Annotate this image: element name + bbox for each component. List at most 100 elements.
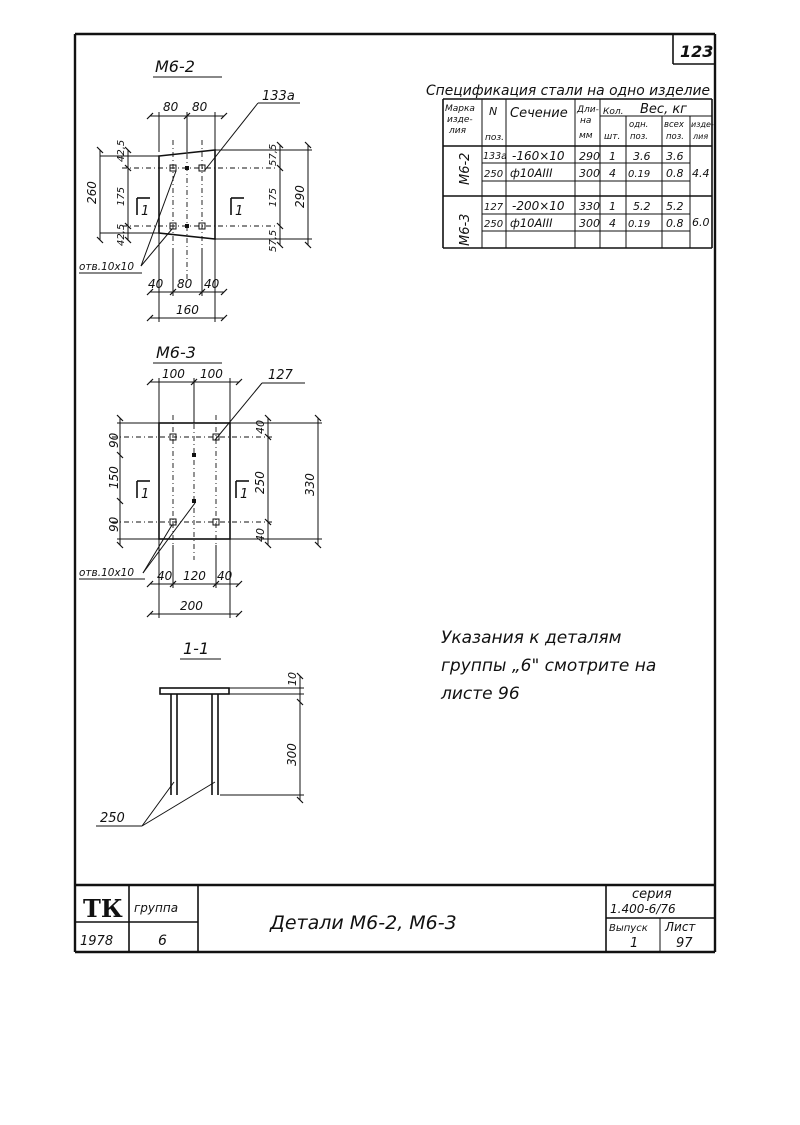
svg-text:шт.: шт. xyxy=(604,132,620,142)
table-row: 133а -160×10 290 1 3.6 3.6 xyxy=(483,149,684,163)
leader-label: 133а xyxy=(262,89,295,104)
svg-text:N: N xyxy=(489,105,497,118)
svg-text:одн.: одн. xyxy=(629,120,648,130)
issue-value: 1 xyxy=(630,936,638,951)
svg-text:42,5: 42,5 xyxy=(116,140,127,162)
svg-text:330: 330 xyxy=(303,473,317,496)
spec-header-w-one: одн. поз. xyxy=(629,120,648,142)
svg-text:90: 90 xyxy=(107,516,121,532)
svg-text:1: 1 xyxy=(609,150,616,163)
svg-text:-200×10: -200×10 xyxy=(512,199,565,213)
svg-text:290: 290 xyxy=(293,185,307,208)
plate-section xyxy=(159,687,230,695)
svg-text:Кол.: Кол. xyxy=(603,107,624,117)
svg-text:0.19: 0.19 xyxy=(628,219,650,230)
svg-text:1: 1 xyxy=(609,200,616,213)
svg-text:127: 127 xyxy=(484,202,504,213)
svg-text:40: 40 xyxy=(217,569,233,583)
svg-text:поз.: поз. xyxy=(630,132,648,142)
svg-text:изде-: изде- xyxy=(447,115,473,125)
svg-text:лия: лия xyxy=(448,126,467,136)
svg-text:лия: лия xyxy=(692,132,708,141)
svg-text:100: 100 xyxy=(162,367,185,381)
svg-text:изде-: изде- xyxy=(691,120,714,129)
sheet-value: 97 xyxy=(676,936,693,951)
spec-table: Спецификация стали на одно изделие Марка… xyxy=(426,83,714,249)
svg-text:0.8: 0.8 xyxy=(666,217,684,230)
svg-text:4: 4 xyxy=(609,217,616,230)
note-line-2: группы „6" смотрите на xyxy=(441,656,656,676)
svg-text:мм: мм xyxy=(579,131,593,141)
svg-text:40: 40 xyxy=(157,569,173,583)
rod-label: 250 xyxy=(100,811,125,826)
svg-text:ф10АIII: ф10АIII xyxy=(510,166,553,180)
group-value: 6 xyxy=(158,933,167,949)
svg-text:80: 80 xyxy=(163,100,179,114)
spec-table-title: Спецификация стали на одно изделие xyxy=(426,83,710,99)
section-mark: 1 xyxy=(240,487,248,502)
drawing-title-m6-3: М6-3 xyxy=(156,343,196,362)
svg-text:90: 90 xyxy=(107,432,121,448)
svg-text:0.8: 0.8 xyxy=(666,167,684,180)
svg-text:300: 300 xyxy=(579,167,600,180)
svg-text:Марка: Марка xyxy=(445,104,475,114)
page-number-box: 123 xyxy=(672,34,715,65)
section-mark: 1 xyxy=(235,204,243,219)
svg-text:330: 330 xyxy=(579,200,600,213)
spec-header-length: Дли- на мм xyxy=(576,105,599,141)
table-row: 250 ф10АIII 300 4 0.19 0.8 xyxy=(484,166,684,180)
spec-header-w-all: всех поз. xyxy=(664,120,685,142)
section-mark: 1 xyxy=(141,487,149,502)
svg-text:200: 200 xyxy=(180,599,203,613)
svg-text:300: 300 xyxy=(285,743,299,766)
svg-text:80: 80 xyxy=(192,100,208,114)
table-row: 127 -200×10 330 1 5.2 5.2 xyxy=(484,199,684,213)
svg-text:150: 150 xyxy=(107,466,121,489)
page-number: 123 xyxy=(680,42,713,61)
section-mark: 1 xyxy=(141,204,149,219)
drawing-title: Детали М6-2, М6-3 xyxy=(269,912,457,934)
svg-text:4: 4 xyxy=(609,167,616,180)
svg-text:120: 120 xyxy=(183,569,206,583)
section-title: 1-1 xyxy=(183,639,209,658)
org-code: ТК xyxy=(83,894,123,923)
table-row: 250 ф10АIII 300 4 0.19 0.8 xyxy=(484,216,684,230)
spec-header-qty: Кол. шт. xyxy=(603,107,624,142)
spec-header-pos: N поз. xyxy=(485,105,504,143)
sheet-label: Лист xyxy=(664,920,696,934)
sheet-frame xyxy=(73,32,717,954)
svg-text:ф10АIII: ф10АIII xyxy=(510,216,553,230)
svg-text:175: 175 xyxy=(116,187,127,206)
svg-text:300: 300 xyxy=(579,217,600,230)
svg-text:133а: 133а xyxy=(483,151,507,162)
section-1-1: 1-1 10 300 250 xyxy=(96,639,304,827)
title-block: ТК группа 1978 6 Детали М6-2, М6-3 серия… xyxy=(75,883,715,952)
issue-label: Выпуск xyxy=(609,923,648,934)
svg-text:3.6: 3.6 xyxy=(633,150,651,163)
note-line-3: листе 96 xyxy=(440,684,520,704)
leader-label: 127 xyxy=(268,368,294,383)
spec-header-section: Сечение xyxy=(510,106,568,121)
hole-mark xyxy=(169,164,206,230)
svg-text:40: 40 xyxy=(254,528,267,542)
svg-text:3.6: 3.6 xyxy=(666,150,684,163)
svg-text:80: 80 xyxy=(177,277,193,291)
hole-label: отв.10х10 xyxy=(79,567,134,579)
svg-text:42,5: 42,5 xyxy=(116,224,127,246)
svg-text:всех: всех xyxy=(664,120,685,130)
spec-header-w-item: изде- лия xyxy=(691,120,714,141)
spec-header-mark: Марка изде- лия xyxy=(445,104,475,136)
svg-text:250: 250 xyxy=(484,219,503,230)
series-label: серия xyxy=(632,887,672,902)
svg-text:5.2: 5.2 xyxy=(666,200,684,213)
spec-item-weight-m62: 4.4 xyxy=(692,167,710,180)
note-line-1: Указания к деталям xyxy=(441,628,622,648)
group-label: группа xyxy=(134,901,178,915)
svg-text:-160×10: -160×10 xyxy=(512,149,565,163)
svg-text:175: 175 xyxy=(268,188,279,207)
svg-text:поз.: поз. xyxy=(485,133,504,143)
svg-text:Дли-: Дли- xyxy=(576,105,599,115)
svg-text:0.19: 0.19 xyxy=(628,169,650,180)
hole-mark xyxy=(169,433,220,526)
